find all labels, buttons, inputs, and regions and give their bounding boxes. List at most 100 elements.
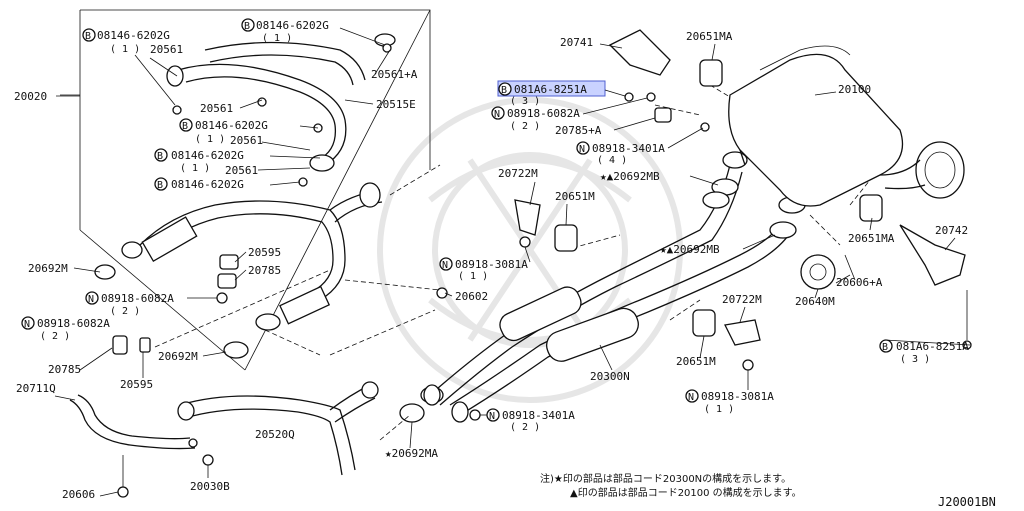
label-20602[interactable]: 20602 [455,290,488,303]
label-20785-plus-a[interactable]: 20785+A [555,124,602,137]
rear-flanges [702,151,806,239]
footnotes: 注)★印の部品は部品コード20300Nの構成を示します。 ▲印の部品は部品コード… [540,472,802,499]
label-20692mb-2[interactable]: ★▲20692MB [660,243,720,256]
leader-dashes [154,84,871,441]
watermark-emblem [377,97,683,403]
front-catalyst-pipe [121,182,383,331]
label-qty: ( 2 ) [510,422,540,433]
label-20561-2[interactable]: 20561 [200,102,233,115]
svg-text:B: B [244,21,250,32]
svg-text:N: N [489,411,495,422]
label-20722m-1[interactable]: 20722M [498,167,538,180]
pipe-20520q [177,381,379,476]
label-20030b[interactable]: 20030B [190,480,230,493]
svg-text:B: B [501,85,507,96]
label-20020[interactable]: 20020 [14,90,47,103]
bolt-symbol-4: B [154,148,168,162]
svg-text:N: N [442,260,448,271]
label-20692mb-1[interactable]: ★▲20692MB [600,170,660,183]
svg-text:B: B [157,151,163,162]
label-20692m-2[interactable]: 20692M [158,350,198,363]
label-qty: ( 1 ) [262,33,292,44]
svg-text:B: B [882,342,888,353]
label-20606[interactable]: 20606 [62,488,95,501]
label-081a6-8251a-2[interactable]: 081A6-8251A [896,340,969,353]
label-20785-2[interactable]: 20785 [48,363,81,376]
label-qty: ( 1 ) [110,44,140,55]
label-20711q[interactable]: 20711Q [16,382,56,395]
label-20651m-1[interactable]: 20651M [555,190,595,203]
label-20595-2[interactable]: 20595 [120,378,153,391]
svg-text:N: N [24,319,30,330]
label-qty: ( 1 ) [180,163,210,174]
label-20561-4[interactable]: 20561 [225,164,258,177]
label-20640m[interactable]: 20640M [795,295,835,308]
label-20606-plus-a[interactable]: 20606+A [836,276,883,289]
brackets-rear [514,29,966,346]
bolt-symbol-3: B [179,118,193,132]
label-qty: ( 2 ) [510,121,540,132]
svg-text:B: B [85,31,91,42]
label-08146-6202g-1[interactable]: 08146-6202G [97,29,170,42]
label-20561-3[interactable]: 20561 [230,134,263,147]
label-081a6-8251a-1[interactable]: 081A6-8251A [514,83,587,96]
label-qty: ( 2 ) [40,331,70,342]
label-20595-1[interactable]: 20595 [248,246,281,259]
nut-symbol-5: N [439,257,453,271]
bolt-symbol-7: B [879,339,893,353]
part-labels: 20020 B 08146-6202G ( 1 ) 20561 B 08146-… [14,18,969,501]
label-08146-6202g-3[interactable]: 08146-6202G [195,119,268,132]
label-qty: ( 1 ) [195,134,225,145]
svg-text:N: N [88,294,94,305]
label-20742[interactable]: 20742 [935,224,968,237]
label-qty: ( 1 ) [704,404,734,415]
label-08918-6082a-1[interactable]: 08918-6082A [101,292,174,305]
label-qty: ( 3 ) [510,96,540,107]
bolt-symbol-5: B [154,177,168,191]
label-20785-1[interactable]: 20785 [248,264,281,277]
bolt-symbol-2: B [241,18,255,32]
diagram-reference-code: J20001BN [938,495,996,509]
label-20651ma-1[interactable]: 20651MA [686,30,733,43]
label-08918-6082a-3[interactable]: 08918-6082A [507,107,580,120]
bracket-20711q [69,394,198,450]
svg-text:B: B [182,121,188,132]
label-20722m-2[interactable]: 20722M [722,293,762,306]
label-08918-3401a-1[interactable]: 08918-3401A [592,142,665,155]
label-08918-6082a-2[interactable]: 08918-6082A [37,317,110,330]
footnote-line-2: ▲印の部品は部品コード20100 の構成を示します。 [570,486,802,499]
bolt-symbol-6: B [498,82,512,96]
label-20692ma[interactable]: ★20692MA [385,447,438,460]
label-20520q[interactable]: 20520Q [255,428,295,441]
label-08918-3081a-1[interactable]: 08918-3081A [455,258,528,271]
selected-part-highlight [497,80,606,97]
svg-text:N: N [688,392,694,403]
leader-lines [54,27,971,497]
label-qty: ( 4 ) [597,155,627,166]
label-20651m-2[interactable]: 20651M [676,355,716,368]
label-20692m-1[interactable]: 20692M [28,262,68,275]
nut-symbol-1: N [85,291,99,305]
label-08918-3081a-2[interactable]: 08918-3081A [701,390,774,403]
label-20651ma-2[interactable]: 20651MA [848,232,895,245]
label-08918-3401a-2[interactable]: 08918-3401A [502,409,575,422]
label-20741[interactable]: 20741 [560,36,593,49]
bolt-symbol-1: B [82,28,96,42]
label-qty: ( 2 ) [110,306,140,317]
label-20300n[interactable]: 20300N [590,370,630,383]
label-20515e[interactable]: 20515E [376,98,416,111]
label-08146-6202g-5[interactable]: 08146-6202G [171,178,244,191]
svg-text:N: N [579,144,585,155]
label-qty: ( 1 ) [458,271,488,282]
center-pipe-20300n [423,164,793,423]
label-08146-6202g-4[interactable]: 08146-6202G [171,149,244,162]
label-20100[interactable]: 20100 [838,83,871,96]
label-08146-6202g-2[interactable]: 08146-6202G [256,19,329,32]
nut-symbol-3: N [491,106,505,120]
footnote-line-1: 注)★印の部品は部品コード20300Nの構成を示します。 [540,472,791,485]
label-20561-1[interactable]: 20561 [150,43,183,56]
svg-text:B: B [157,180,163,191]
label-20561-plus-a[interactable]: 20561+A [371,68,418,81]
muffler-20100 [728,45,965,207]
